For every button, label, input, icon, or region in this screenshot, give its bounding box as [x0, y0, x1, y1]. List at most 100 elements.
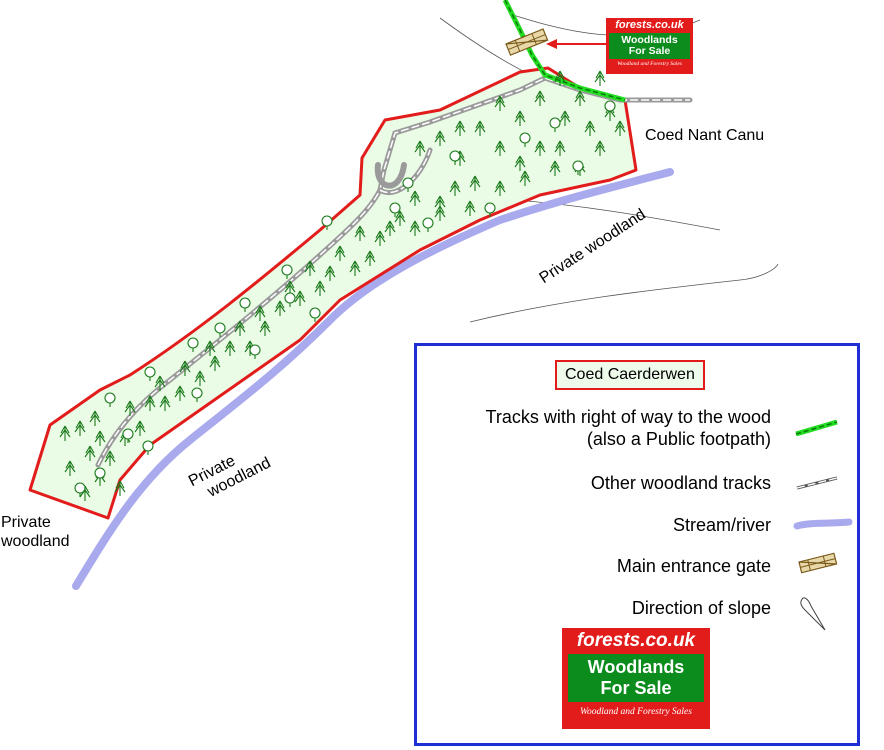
- broadleaf-tree-icon: [104, 392, 116, 407]
- conifer-tree-icon: [224, 340, 236, 356]
- conifer-tree-icon: [574, 90, 586, 106]
- conifer-tree-icon: [464, 200, 476, 216]
- legend-label: Other woodland tracks: [590, 473, 771, 493]
- conifer-tree-icon: [349, 260, 361, 276]
- conifer-tree-icon: [294, 290, 306, 306]
- conifer-tree-icon: [274, 300, 286, 316]
- conifer-tree-icon: [194, 370, 206, 386]
- broadleaf-tree-icon: [449, 150, 461, 165]
- pointer-arrow: [546, 39, 606, 49]
- conifer-tree-icon: [554, 70, 566, 86]
- broadleaf-tree-icon: [402, 177, 414, 192]
- broadleaf-tree-icon: [549, 117, 561, 132]
- conifer-tree-icon: [144, 395, 156, 411]
- logo-line: Woodlands: [621, 34, 678, 46]
- contour-line: [514, 199, 721, 231]
- label-coed-nant-canu: Coed Nant Canu: [645, 127, 765, 144]
- conifer-tree-icon: [104, 450, 116, 466]
- logo-line: Woodlands: [587, 657, 685, 677]
- logo-tagline: Woodland and Forestry Sales: [580, 707, 692, 717]
- map-legend: Coed Caerderwen Tracks with right of way…: [414, 343, 860, 746]
- conifer-tree-icon: [154, 375, 166, 391]
- conifer-tree-icon: [394, 210, 406, 226]
- broadleaf-tree-icon: [142, 440, 154, 455]
- conifer-tree-icon: [514, 110, 526, 126]
- legend-item-woodland-track: Other woodland tracks: [591, 472, 771, 494]
- conifer-tree-icon: [434, 205, 446, 221]
- stream-legend-icon: [793, 518, 853, 530]
- logo-brand: forests.co.uk: [615, 19, 684, 31]
- conifer-tree-icon: [534, 140, 546, 156]
- legend-label: (also a Public footpath): [586, 429, 771, 449]
- slope-arrow-legend-icon: [800, 597, 826, 631]
- conifer-tree-icon: [494, 140, 506, 156]
- broadleaf-tree-icon: [309, 307, 321, 322]
- broadleaf-tree-icon: [572, 160, 584, 175]
- label-private-woodland-left: Private woodland: [1, 513, 70, 551]
- conifer-tree-icon: [494, 95, 506, 111]
- conifer-tree-icon: [519, 170, 531, 186]
- conifer-tree-icon: [614, 120, 626, 136]
- conifer-tree-icon: [594, 140, 606, 156]
- conifer-tree-icon: [434, 130, 446, 146]
- tree-symbols: [59, 70, 626, 501]
- gate-legend-icon: [798, 552, 838, 574]
- entrance-gate: [505, 28, 549, 56]
- legend-item-stream: Stream/river: [673, 514, 771, 536]
- broadleaf-tree-icon: [191, 387, 203, 402]
- broadleaf-tree-icon: [122, 428, 134, 443]
- stream: [72, 168, 674, 590]
- conifer-tree-icon: [364, 250, 376, 266]
- conifer-tree-icon: [204, 340, 216, 356]
- conifer-tree-icon: [259, 320, 271, 336]
- conifer-tree-icon: [449, 180, 461, 196]
- label-line: Private: [1, 514, 51, 531]
- broadleaf-tree-icon: [281, 264, 293, 279]
- conifer-tree-icon: [244, 340, 256, 356]
- conifer-tree-icon: [314, 280, 326, 296]
- logo-box: Woodlands For Sale: [609, 33, 690, 59]
- legend-label: Direction of slope: [631, 598, 771, 618]
- conifer-tree-icon: [174, 385, 186, 401]
- broadleaf-tree-icon: [187, 337, 199, 352]
- conifer-tree-icon: [64, 460, 76, 476]
- conifer-tree-icon: [554, 140, 566, 156]
- woodland-track-legend-icon: [796, 476, 838, 490]
- woodland-boundary: [28, 66, 638, 520]
- conifer-tree-icon: [284, 280, 296, 296]
- legend-item-gate: Main entrance gate: [617, 555, 771, 577]
- conifer-tree-icon: [114, 480, 126, 496]
- conifer-tree-icon: [494, 180, 506, 196]
- conifer-tree-icon: [384, 220, 396, 236]
- legend-item-slope: Direction of slope: [632, 597, 771, 619]
- broadleaf-tree-icon: [422, 217, 434, 232]
- conifer-tree-icon: [594, 70, 606, 86]
- legend-label: Stream/river: [672, 515, 771, 535]
- conifer-tree-icon: [374, 230, 386, 246]
- conifer-tree-icon: [254, 305, 266, 321]
- conifer-tree-icon: [124, 400, 136, 416]
- conifer-tree-icon: [354, 225, 366, 241]
- broadleaf-tree-icon: [74, 482, 86, 497]
- forests-logo-large[interactable]: forests.co.uk Woodlands For Sale Woodlan…: [562, 628, 710, 729]
- legend-label: Tracks with right of way to the wood: [485, 407, 771, 427]
- legend-title: Coed Caerderwen: [555, 360, 705, 390]
- conifer-tree-icon: [514, 155, 526, 171]
- forests-logo-small[interactable]: forests.co.uk Woodlands For Sale Woodlan…: [606, 18, 693, 74]
- conifer-tree-icon: [549, 160, 561, 176]
- conifer-tree-icon: [559, 110, 571, 126]
- broadleaf-tree-icon: [519, 132, 531, 147]
- legend-label: Main entrance gate: [616, 556, 771, 576]
- broadleaf-tree-icon: [239, 297, 251, 312]
- broadleaf-tree-icon: [321, 215, 333, 230]
- conifer-tree-icon: [474, 120, 486, 136]
- broadleaf-tree-icon: [144, 366, 156, 381]
- label-line: woodland: [1, 533, 70, 550]
- broadleaf-tree-icon: [604, 100, 616, 115]
- broadleaf-tree-icon: [249, 344, 261, 359]
- conifer-tree-icon: [59, 425, 71, 441]
- conifer-tree-icon: [179, 360, 191, 376]
- broadleaf-tree-icon: [484, 202, 496, 217]
- logo-tagline: Woodland and Forestry Sales: [617, 61, 682, 67]
